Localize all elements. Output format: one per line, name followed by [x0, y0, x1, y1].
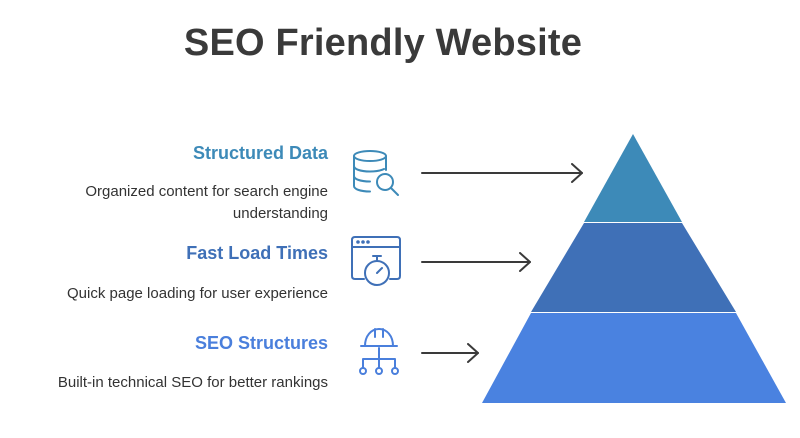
- arrow-to-bottom-tier: [421, 343, 479, 363]
- arrow-to-top-tier: [421, 163, 583, 183]
- fast-load-times-description-line-1: Quick page loading for user experience: [67, 285, 328, 302]
- structured-data-description: Organized content for search engine unde…: [85, 181, 328, 225]
- pyramid-tier-bottom: [482, 313, 786, 403]
- structured-data-description-line-1: Organized content for search engine: [85, 183, 328, 200]
- page-title: SEO Friendly Website: [183, 22, 583, 64]
- seo-structures-title: SEO Structures: [194, 333, 328, 353]
- pyramid-tier-top: [584, 134, 682, 222]
- structured-data-description-line-2: understanding: [232, 205, 328, 222]
- pyramid: [482, 134, 786, 403]
- arrow-to-middle-tier: [421, 252, 531, 272]
- fast-load-times-description: Quick page loading for user experience: [67, 283, 328, 305]
- pyramid-tier-middle: [531, 223, 736, 312]
- seo-structures-description-line-1: Built-in technical SEO for better rankin…: [57, 374, 328, 391]
- structured-data-title: Structured Data: [192, 143, 328, 163]
- fast-load-times-title: Fast Load Times: [186, 243, 328, 263]
- browser-stopwatch-icon: [351, 236, 401, 286]
- seo-structures-description: Built-in technical SEO for better rankin…: [58, 372, 328, 394]
- hardhat-network-icon: [359, 328, 399, 375]
- database-search-icon: [353, 150, 399, 196]
